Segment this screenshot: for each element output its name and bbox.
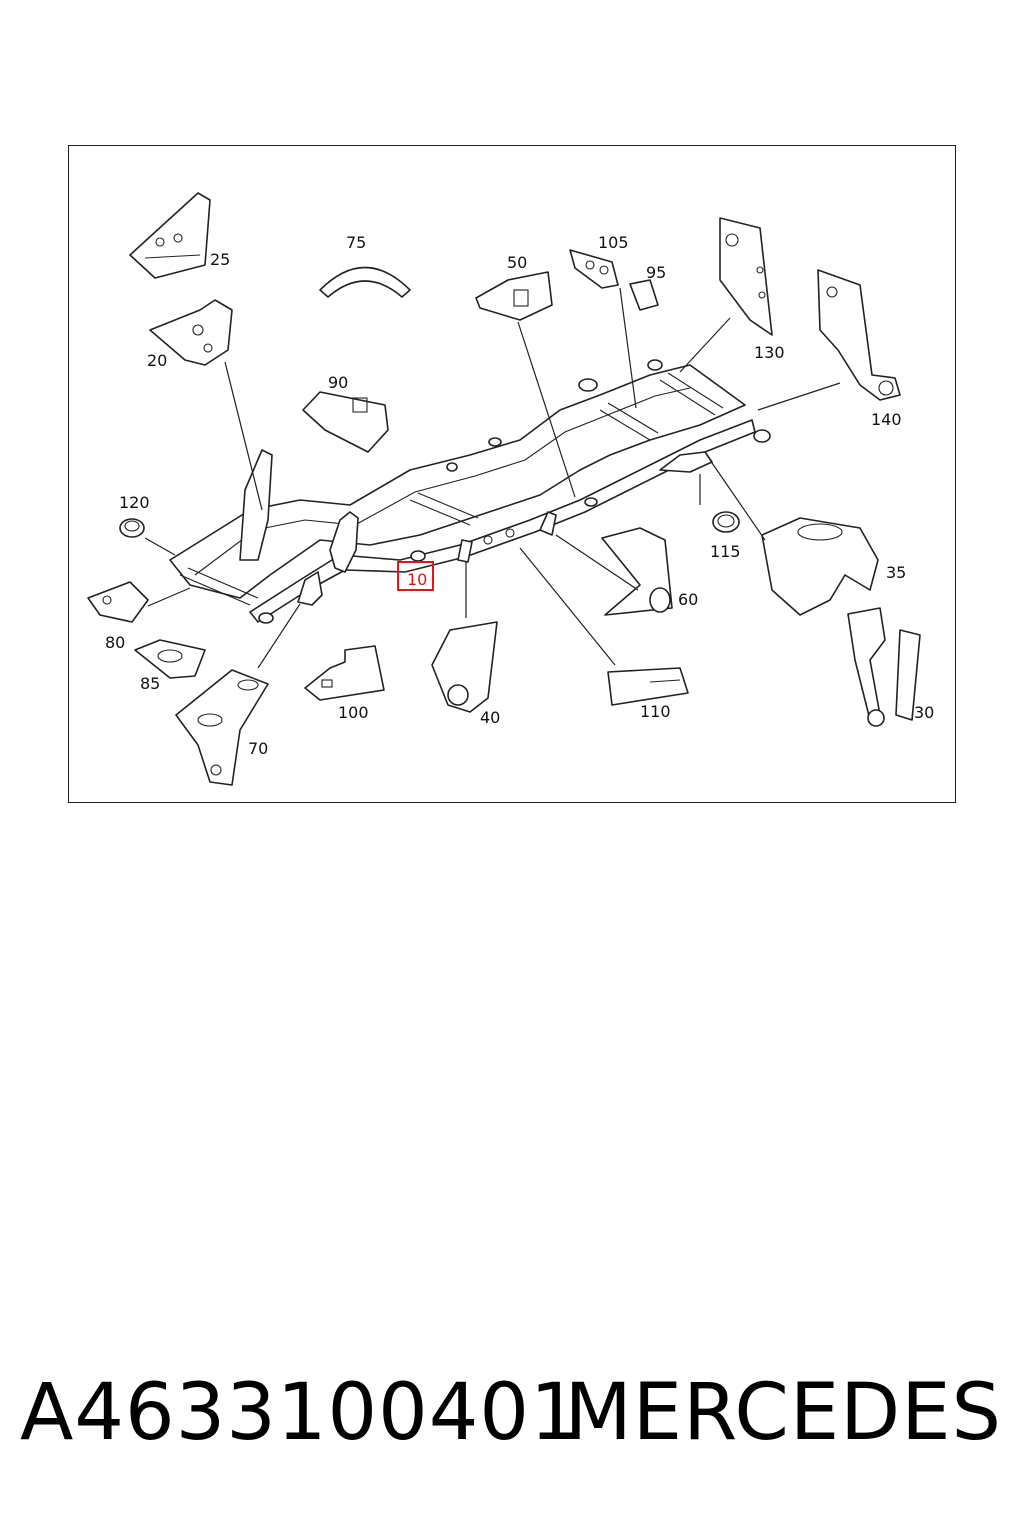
callout-115: 115 [710,542,741,561]
part-90-plate [302,391,389,453]
part-35-cushion [761,517,879,616]
callout-60: 60 [678,590,698,609]
brand-name: MERCEDES [564,1368,1002,1458]
callout-95: 95 [646,263,666,282]
part-85-plate [134,639,206,679]
callout-90: 90 [328,373,348,392]
part-100-plate [304,645,385,701]
callout-85: 85 [140,674,160,693]
part-number: A4633100401 [20,1368,581,1458]
part-115-grommet [712,511,740,533]
part-50-bracket [475,271,553,321]
callout-25: 25 [210,250,230,269]
callout-10: 10 [407,570,427,589]
callout-100: 100 [338,703,369,722]
part-140-tow-bracket [817,269,901,401]
callout-120: 120 [119,493,150,512]
callout-labels: 25 20 75 90 50 105 95 130 140 120 115 35… [105,233,934,758]
caption-bar: A4633100401 MERCEDES [0,1368,1024,1468]
chassis-frame [169,359,771,624]
part-75-strap [319,266,411,298]
part-110-plate [607,667,689,706]
callout-105: 105 [598,233,629,252]
part-20-mount [149,299,233,366]
callout-140: 140 [871,410,902,429]
parts-diagram-frame [68,145,956,803]
callout-20: 20 [147,351,167,370]
callout-70: 70 [248,739,268,758]
part-130-bracket [719,217,773,336]
part-80-bracket [87,581,149,623]
part-30-strut [847,607,921,727]
part-25-bracket [129,192,211,279]
callout-30: 30 [914,703,934,722]
callout-110: 110 [640,702,671,721]
leader-lines [144,287,841,669]
part-105-plate [569,249,619,289]
part-120-bushing [119,518,145,538]
highlight-box [397,561,434,591]
part-40-bracket [431,621,498,713]
callout-130: 130 [754,343,785,362]
callout-35: 35 [886,563,906,582]
callout-40: 40 [480,708,500,727]
callout-75: 75 [346,233,366,252]
part-70-bracket [175,669,269,786]
callout-80: 80 [105,633,125,652]
callout-50: 50 [507,253,527,272]
part-60-hanger [601,527,673,616]
part-95-clip [629,279,659,311]
parts-diagram: 25 20 75 90 50 105 95 130 140 120 115 35… [87,192,934,786]
